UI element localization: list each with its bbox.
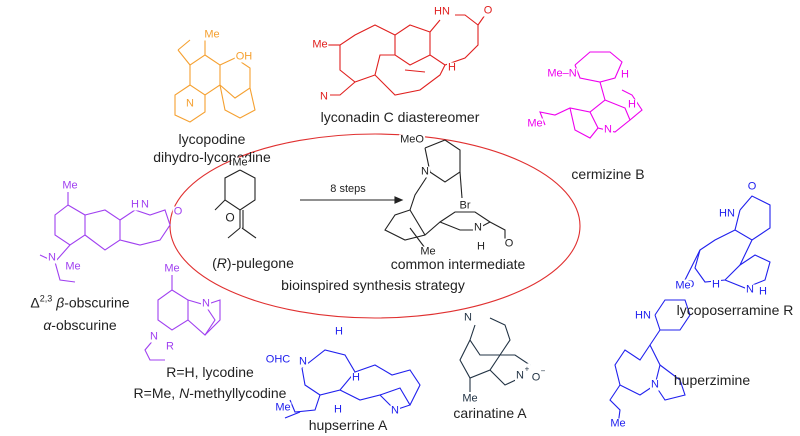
atom-n: N [420,165,430,178]
n-methyllycodine-label: R=Me, N-methyllycodine [133,385,287,401]
atom-me: Me [203,28,221,41]
beta-obscurine-label: Δ2,3 β-obscurine [30,293,130,311]
alpha-obscurine-label: α-obscurine [43,317,117,333]
obscurine-structure [39,192,171,283]
atom-me-n: Me–N [546,67,578,80]
intermediate-structure [384,139,506,249]
atom-h: H [333,403,343,416]
atom-n: N [603,123,613,136]
atom-h: H [711,278,721,291]
atom-o: O [482,4,494,17]
atom-n: N [149,330,159,343]
atom-me: Me [231,156,249,169]
strategy-label: bioinspired synthesis strategy [281,277,465,293]
atom-n: N [515,369,525,382]
atom-hn: HN [634,309,652,322]
atom-me: Me [419,245,437,258]
atom-me: Me [674,279,692,292]
atom-h: H [758,285,768,298]
lyconadin-label: lyconadin C diastereomer [320,109,480,125]
atom-h: H [627,98,637,111]
atom-h: H [351,371,361,384]
lycodine-label: R=H, lycodine [166,364,254,380]
lycopodine-label: lycopodine [178,131,246,147]
atom-me: Me [163,262,181,275]
charge-plus: + [523,363,531,375]
atom-oh: OH [234,50,254,63]
atom-h: H [447,61,457,74]
atom-n: N [319,90,329,103]
atom-o: O [530,371,542,384]
atom-n: N [650,378,660,391]
carinatine-label: carinatine A [453,405,527,421]
lyconadin-structure [328,14,486,96]
cermizine-structure [539,51,643,139]
lycoposerramine-structure [684,195,771,289]
atom-n: N [745,283,755,296]
intermediate-label: common intermediate [390,256,526,272]
atom-me: Me [274,401,292,414]
atom-hn: HN [718,207,736,220]
pulegone-label: (R)-pulegone [212,255,294,271]
atom-n: N [390,404,400,417]
atom-h: H [476,240,486,253]
atom-n: N [185,97,195,110]
atom-me: Me [61,179,79,192]
atom-o: O [746,180,758,193]
atom-o: O [224,210,236,225]
atom-h: H [620,68,630,81]
atom-n: N [463,311,473,324]
atom-o: O [503,237,515,250]
atom-n: N [140,198,150,211]
reaction-arrow [300,196,404,204]
huperzimine-label: huperzimine [673,372,751,388]
huperzimine-structure [609,299,691,426]
atom-n: N [473,221,483,234]
hupserrine-label: hupserrine A [308,417,388,433]
reaction-steps-label: 8 steps [330,183,366,195]
atom-meo: MeO [399,133,425,146]
atom-n: N [298,355,308,368]
pulegone-structure [214,169,257,239]
atom-n: N [47,251,57,264]
lycodine-structure [144,275,221,361]
charge-minus: − [539,365,547,377]
atom-o: O [172,205,184,218]
atom-me: Me [64,260,82,273]
lycopodine-structure [174,39,256,123]
atom-me: Me [461,392,479,405]
dihydro-lycopodine-label: dihydro-lycopodine [153,149,271,165]
atom-hn: HN [433,5,451,18]
atom-h: H [334,325,344,338]
atom-me: Me [311,38,329,51]
strategy-ellipse [169,133,581,319]
atom-br: Br [458,199,472,212]
atom-r: R [165,340,175,353]
lycoposerramine-label: lycoposerramine R [676,302,794,318]
atom-me: Me [609,417,627,430]
atom-me: Me [526,117,544,130]
atom-ohc: OHC [264,353,292,366]
atom-n: N [201,297,211,310]
atom-h: H [130,198,140,211]
cermizine-label: cermizine B [571,166,645,182]
